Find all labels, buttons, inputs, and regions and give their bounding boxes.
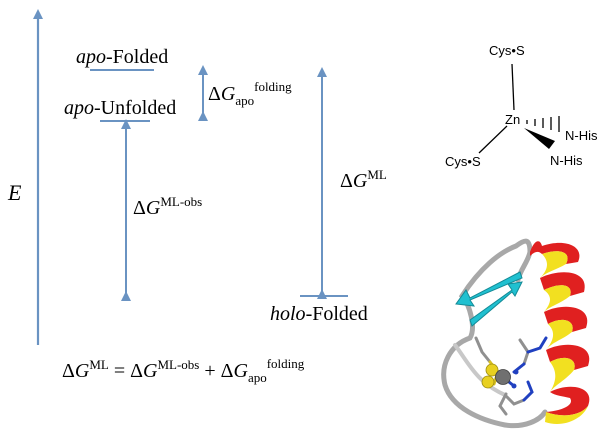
ligand-cys-left: Cys•S bbox=[445, 154, 481, 169]
holo-folded-label: holo-Folded bbox=[270, 303, 368, 325]
hashed-bond-his bbox=[526, 116, 560, 132]
energy-axis-label: E bbox=[7, 180, 22, 205]
helix-band bbox=[546, 344, 590, 370]
sulfur-atom bbox=[485, 363, 499, 377]
bond-zn-cys-top bbox=[511, 63, 515, 111]
helix-band bbox=[544, 285, 571, 312]
helix-band bbox=[540, 251, 568, 278]
apo-unfolded-label: apo-Unfolded bbox=[64, 97, 176, 119]
delta-g-ml-obs-label: ΔGML-obs bbox=[133, 194, 202, 219]
coil-segment-2 bbox=[502, 409, 548, 429]
zinc-sphere bbox=[495, 369, 511, 385]
zinc-coordination-site: Cys•S Zn Cys•S N-His N-His bbox=[445, 43, 598, 169]
nitrogen-atom bbox=[513, 369, 519, 375]
sulfur-atom bbox=[481, 375, 495, 389]
equation: ΔGML = ΔGML-obs + ΔGapofolding bbox=[62, 356, 305, 385]
zinc-atom-label: Zn bbox=[505, 112, 520, 127]
helix-turn-top bbox=[530, 241, 542, 256]
delta-g-apo-folding-label: ΔGapofolding bbox=[208, 79, 292, 108]
helix-band bbox=[546, 386, 590, 416]
apo-folded-label: apo-Folded bbox=[76, 46, 168, 68]
helix-band bbox=[546, 319, 573, 350]
protein-ribbon-structure bbox=[441, 238, 590, 429]
coil-segment bbox=[441, 238, 533, 428]
helix-band bbox=[544, 306, 588, 332]
ligand-cys-top: Cys•S bbox=[489, 43, 525, 58]
beta-strand-1 bbox=[455, 271, 523, 307]
wedge-bond-his bbox=[524, 128, 555, 149]
coil-segment-3 bbox=[453, 343, 507, 397]
bond-zn-cys-left bbox=[478, 125, 508, 154]
helix-band bbox=[550, 357, 575, 392]
nitrogen-atom bbox=[511, 383, 517, 389]
ligand-his-right: N-His bbox=[565, 128, 598, 143]
helix-band bbox=[545, 406, 588, 425]
helix-band bbox=[542, 242, 580, 264]
ligand-his-bottom: N-His bbox=[550, 153, 583, 168]
helix-band bbox=[540, 272, 585, 296]
delta-g-ml-label: ΔGML bbox=[340, 167, 387, 192]
beta-strand-2 bbox=[469, 281, 523, 327]
